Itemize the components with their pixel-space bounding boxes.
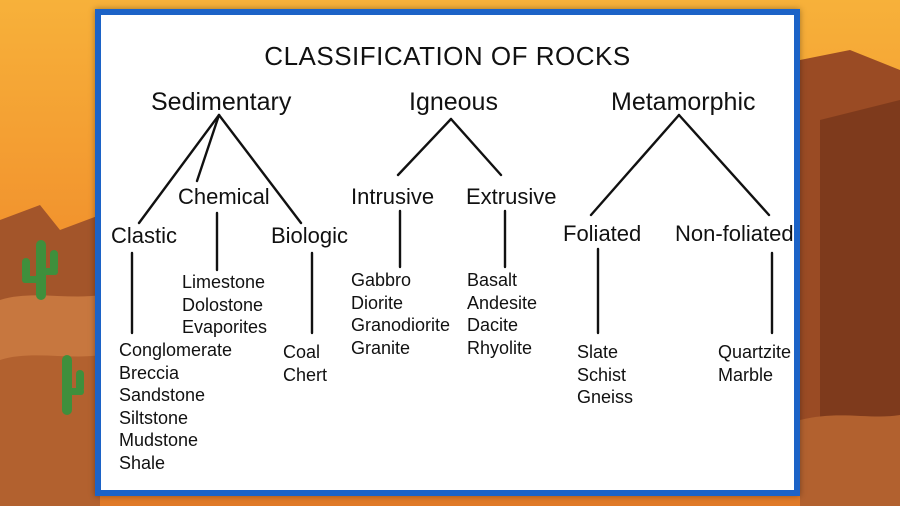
subcategory-foliated: Foliated (563, 221, 642, 246)
tree-connectors (130, 113, 774, 335)
subcategory-chemical: Chemical (178, 184, 270, 209)
subcategory-biologic: Biologic (271, 223, 349, 248)
edge-sedimentary-chemical (195, 113, 221, 183)
edge-metamorphic-nonfoliated (677, 113, 771, 217)
list-item: Marble (718, 364, 774, 385)
edge-metamorphic-foliated (589, 113, 681, 217)
cactus-icon (62, 355, 84, 415)
list-item: Breccia (119, 362, 180, 383)
biologic-examples: Coal Chert (283, 341, 327, 386)
list-item: Schist (577, 364, 627, 385)
list-item: Conglomerate (119, 340, 233, 360)
list-item: Coal (283, 342, 321, 362)
list-item: Granite (351, 337, 411, 358)
category-metamorphic: Metamorphic (611, 88, 756, 116)
list-item: Limestone (182, 272, 266, 292)
subcategory-clastic: Clastic (111, 223, 178, 248)
edge-sedimentary-biologic (217, 113, 303, 225)
list-item: Slate (577, 342, 619, 362)
chemical-examples: Limestone Dolostone Evaporites (182, 271, 267, 339)
foliated-examples: Slate Schist Gneiss (577, 341, 633, 409)
diagram-card: CLASSIFICATION OF ROCKS Sedimentary Igne… (95, 9, 800, 496)
list-item: Evaporites (182, 317, 268, 337)
subcategory-intrusive: Intrusive (351, 184, 435, 209)
list-item: Chert (283, 364, 328, 385)
list-item: Sandstone (119, 385, 206, 405)
cactus-icon (22, 240, 58, 300)
list-item: Granodiorite (351, 315, 451, 335)
edge-igneous-extrusive (449, 117, 503, 177)
list-item: Gneiss (577, 387, 634, 407)
edge-sedimentary-clastic (137, 113, 221, 225)
list-item: Rhyolite (467, 337, 533, 358)
nonfoliated-examples: Quartzite Marble (718, 341, 791, 386)
subcategory-nonfoliated: Non-foliated (675, 221, 794, 246)
list-item: Quartzite (718, 342, 792, 362)
edge-igneous-intrusive (396, 117, 453, 177)
list-item: Diorite (351, 292, 404, 313)
list-item: Mudstone (119, 430, 199, 450)
extrusive-examples: Basalt Andesite Dacite Rhyolite (467, 269, 537, 359)
clastic-examples: Conglomerate Breccia Sandstone Siltstone… (119, 339, 232, 474)
list-item: Dacite (467, 315, 519, 335)
list-item: Shale (119, 452, 166, 473)
list-item: Andesite (467, 292, 538, 313)
intrusive-examples: Gabbro Diorite Granodiorite Granite (351, 269, 450, 359)
list-item: Dolostone (182, 294, 264, 315)
category-igneous: Igneous (409, 88, 498, 116)
page-title: CLASSIFICATION OF ROCKS (264, 41, 631, 71)
category-sedimentary: Sedimentary (151, 88, 292, 116)
subcategory-extrusive: Extrusive (466, 184, 557, 209)
list-item: Basalt (467, 270, 518, 290)
list-item: Gabbro (351, 270, 412, 290)
list-item: Siltstone (119, 407, 189, 428)
